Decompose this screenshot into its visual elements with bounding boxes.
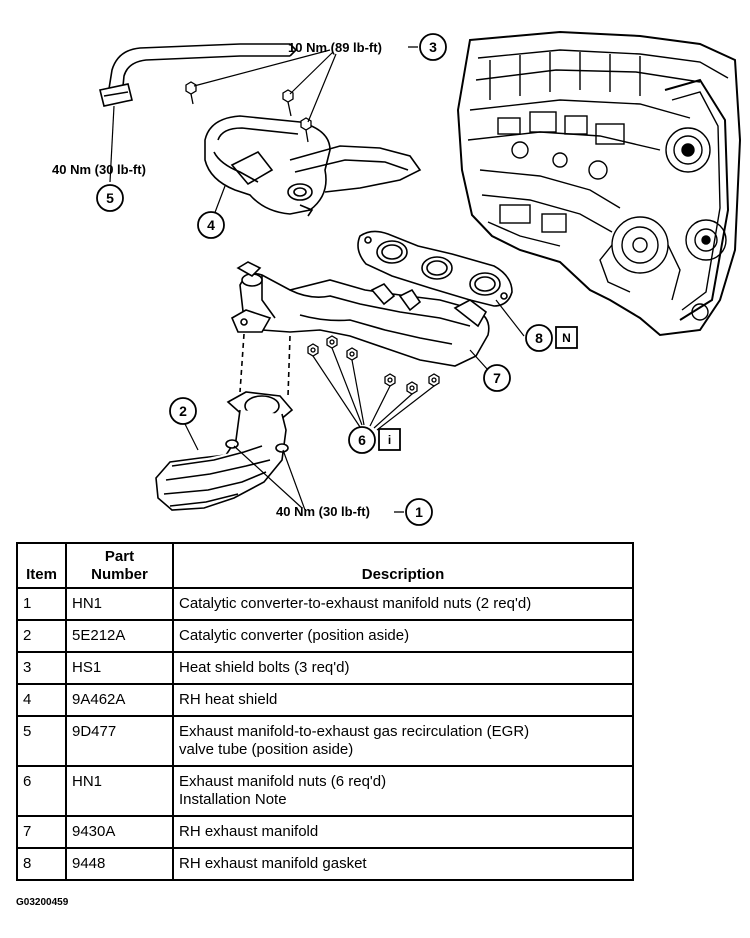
- exhaust-manifold-diagram: 10 Nm (89 lb-ft) 40 Nm (30 lb-ft) 40 Nm …: [52, 30, 742, 526]
- table-header-row: Item Part Number Description: [16, 542, 634, 589]
- torque-label-item-1: 40 Nm (30 lb-ft): [276, 504, 370, 519]
- table-row: 8 9448 RH exhaust manifold gasket: [16, 847, 634, 881]
- svg-text:N: N: [562, 331, 571, 345]
- table-row: 1 HN1 Catalytic converter-to-exhaust man…: [16, 587, 634, 621]
- svg-text:2: 2: [179, 403, 187, 419]
- cell-part-number: 9A462A: [65, 683, 174, 717]
- parts-table: Item Part Number Description 1 HN1 Catal…: [16, 542, 634, 881]
- heat-shield-bolts: [185, 81, 312, 143]
- item-marker-1: 1: [405, 498, 433, 526]
- cell-description: Catalytic converter (position aside): [172, 619, 634, 653]
- item-marker-6: 6: [348, 426, 376, 454]
- svg-text:4: 4: [207, 217, 215, 233]
- cell-part-number: HS1: [65, 651, 174, 685]
- svg-text:1: 1: [415, 504, 423, 520]
- egr-valve-tube-illustration: [99, 43, 298, 183]
- cell-description: Heat shield bolts (3 req'd): [172, 651, 634, 685]
- svg-text:3: 3: [429, 39, 437, 55]
- cell-item: 8: [16, 847, 67, 881]
- cell-part-number: HN1: [65, 765, 174, 817]
- item-marker-3: 3: [419, 33, 447, 61]
- item-marker-8: 8: [525, 324, 553, 352]
- cell-item: 3: [16, 651, 67, 685]
- cell-item: 5: [16, 715, 67, 767]
- cell-description: RH exhaust manifold gasket: [172, 847, 634, 881]
- cell-description: RH heat shield: [172, 683, 634, 717]
- header-part-number: Part Number: [65, 542, 174, 589]
- cell-item: 1: [16, 587, 67, 621]
- table-row: 6 HN1 Exhaust manifold nuts (6 req'd) In…: [16, 765, 634, 817]
- engine-block-illustration: [456, 30, 742, 337]
- svg-text:8: 8: [535, 330, 543, 346]
- cell-item: 2: [16, 619, 67, 653]
- svg-text:7: 7: [493, 370, 501, 386]
- svg-text:5: 5: [106, 190, 114, 206]
- header-item: Item: [16, 542, 67, 589]
- item-marker-7: 7: [483, 364, 511, 392]
- torque-label-item-5: 40 Nm (30 lb-ft): [52, 162, 146, 177]
- rh-exhaust-manifold-illustration: [230, 261, 490, 371]
- cell-part-number: HN1: [65, 587, 174, 621]
- rh-heat-shield-illustration: [204, 115, 422, 217]
- svg-text:6: 6: [358, 432, 366, 448]
- leader-lines-item-6: [312, 347, 435, 431]
- table-row: 4 9A462A RH heat shield: [16, 683, 634, 717]
- cell-description: RH exhaust manifold: [172, 815, 634, 849]
- cell-description: Exhaust manifold nuts (6 req'd) Installa…: [172, 765, 634, 817]
- callout-dashes: [394, 46, 418, 513]
- item-marker-4: 4: [197, 211, 225, 239]
- table-row: 2 5E212A Catalytic converter (position a…: [16, 619, 634, 653]
- item-marker-5: 5: [96, 184, 124, 212]
- figure-id: G03200459: [16, 897, 69, 908]
- cell-part-number: 9448: [65, 847, 174, 881]
- exhaust-manifold-nuts: [307, 335, 440, 395]
- table-row: 3 HS1 Heat shield bolts (3 req'd): [16, 651, 634, 685]
- catalytic-converter-illustration: [155, 333, 294, 511]
- cell-part-number: 5E212A: [65, 619, 174, 653]
- header-description: Description: [172, 542, 634, 589]
- torque-leader-lines: [193, 49, 337, 511]
- cell-item: 6: [16, 765, 67, 817]
- cell-description: Exhaust manifold-to-exhaust gas recircul…: [172, 715, 634, 767]
- note-marker-item-8: N: [555, 326, 578, 349]
- cell-item: 7: [16, 815, 67, 849]
- item-marker-2: 2: [169, 397, 197, 425]
- torque-label-item-3: 10 Nm (89 lb-ft): [288, 40, 382, 55]
- svg-text:i: i: [388, 433, 391, 447]
- cell-part-number: 9D477: [65, 715, 174, 767]
- table-row: 5 9D477 Exhaust manifold-to-exhaust gas …: [16, 715, 634, 767]
- cell-item: 4: [16, 683, 67, 717]
- table-row: 7 9430A RH exhaust manifold: [16, 815, 634, 849]
- cell-part-number: 9430A: [65, 815, 174, 849]
- manifold-gasket-illustration: [357, 230, 525, 337]
- cell-description: Catalytic converter-to-exhaust manifold …: [172, 587, 634, 621]
- note-marker-item-6: i: [378, 428, 401, 451]
